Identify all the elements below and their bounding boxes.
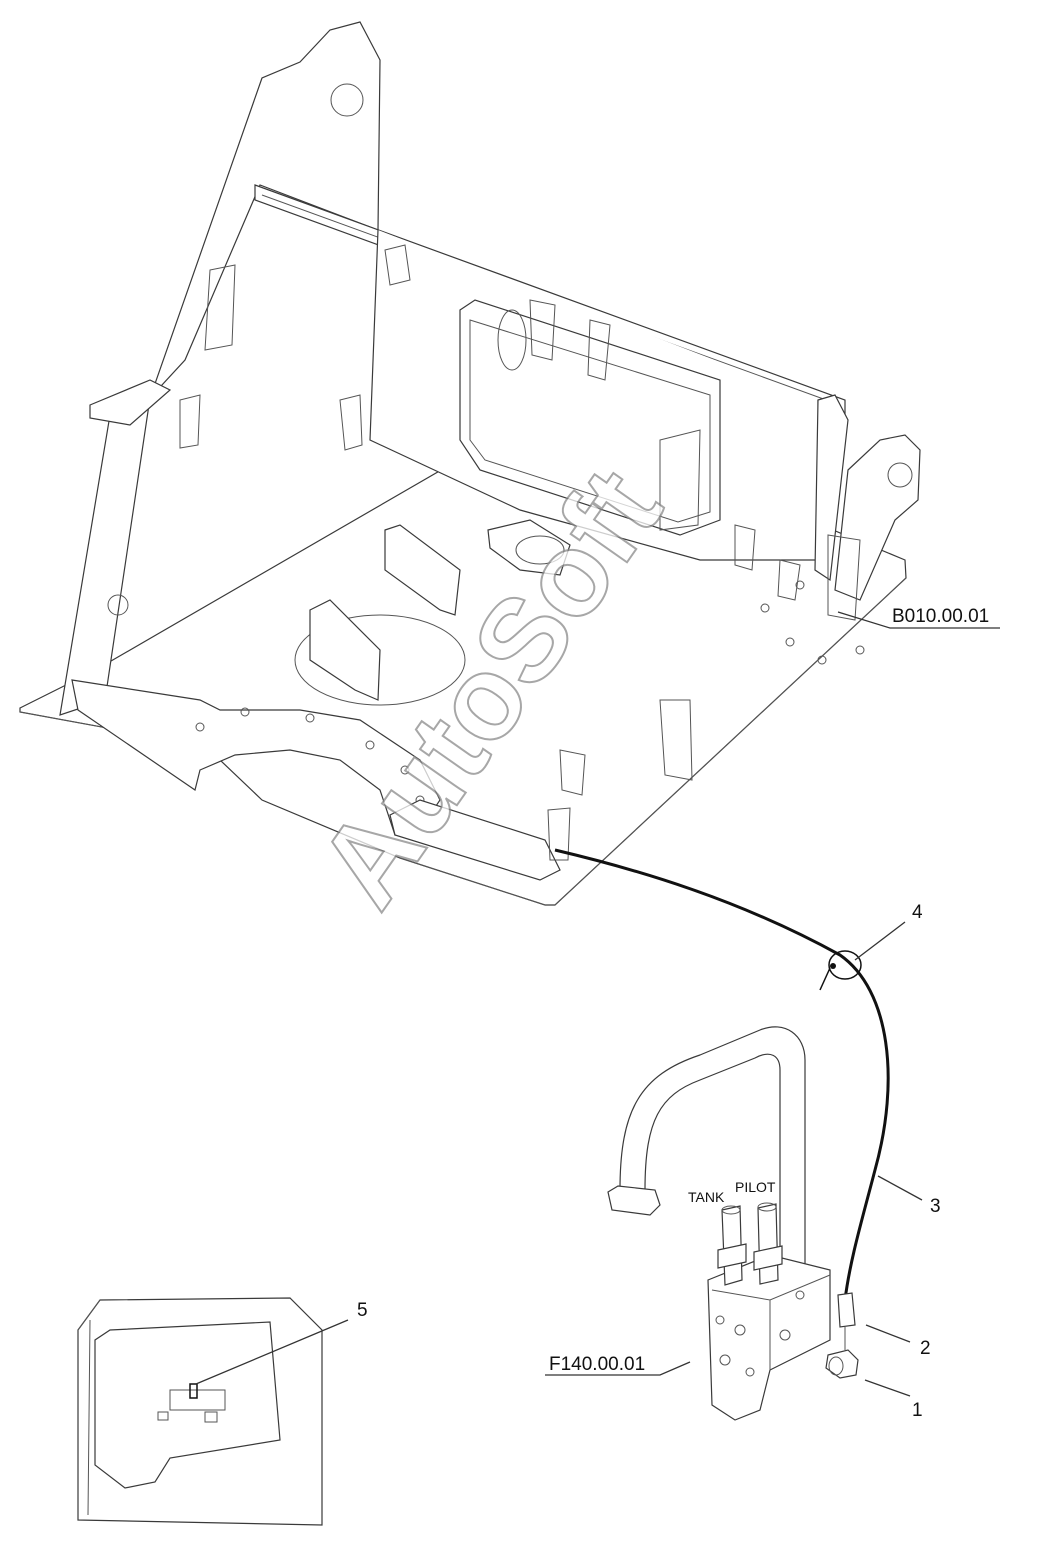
pilot-port-label: PILOT [735, 1179, 776, 1195]
frame-reference-label: B010.00.01 [892, 606, 989, 627]
valve-block-reference-label: F140.00.01 [549, 1354, 645, 1375]
callout-2: 2 [920, 1338, 931, 1359]
callout-5: 5 [357, 1300, 368, 1321]
cab-inset [77, 1297, 323, 1526]
tank-port-label: TANK [688, 1189, 725, 1205]
leader-lines [195, 611, 1000, 1397]
chassis-frame [19, 21, 921, 906]
callout-3: 3 [930, 1196, 941, 1217]
callout-4: 4 [912, 902, 923, 923]
callout-1: 1 [912, 1400, 923, 1421]
valve-block [607, 1026, 859, 1421]
cable-harness [554, 848, 890, 1301]
